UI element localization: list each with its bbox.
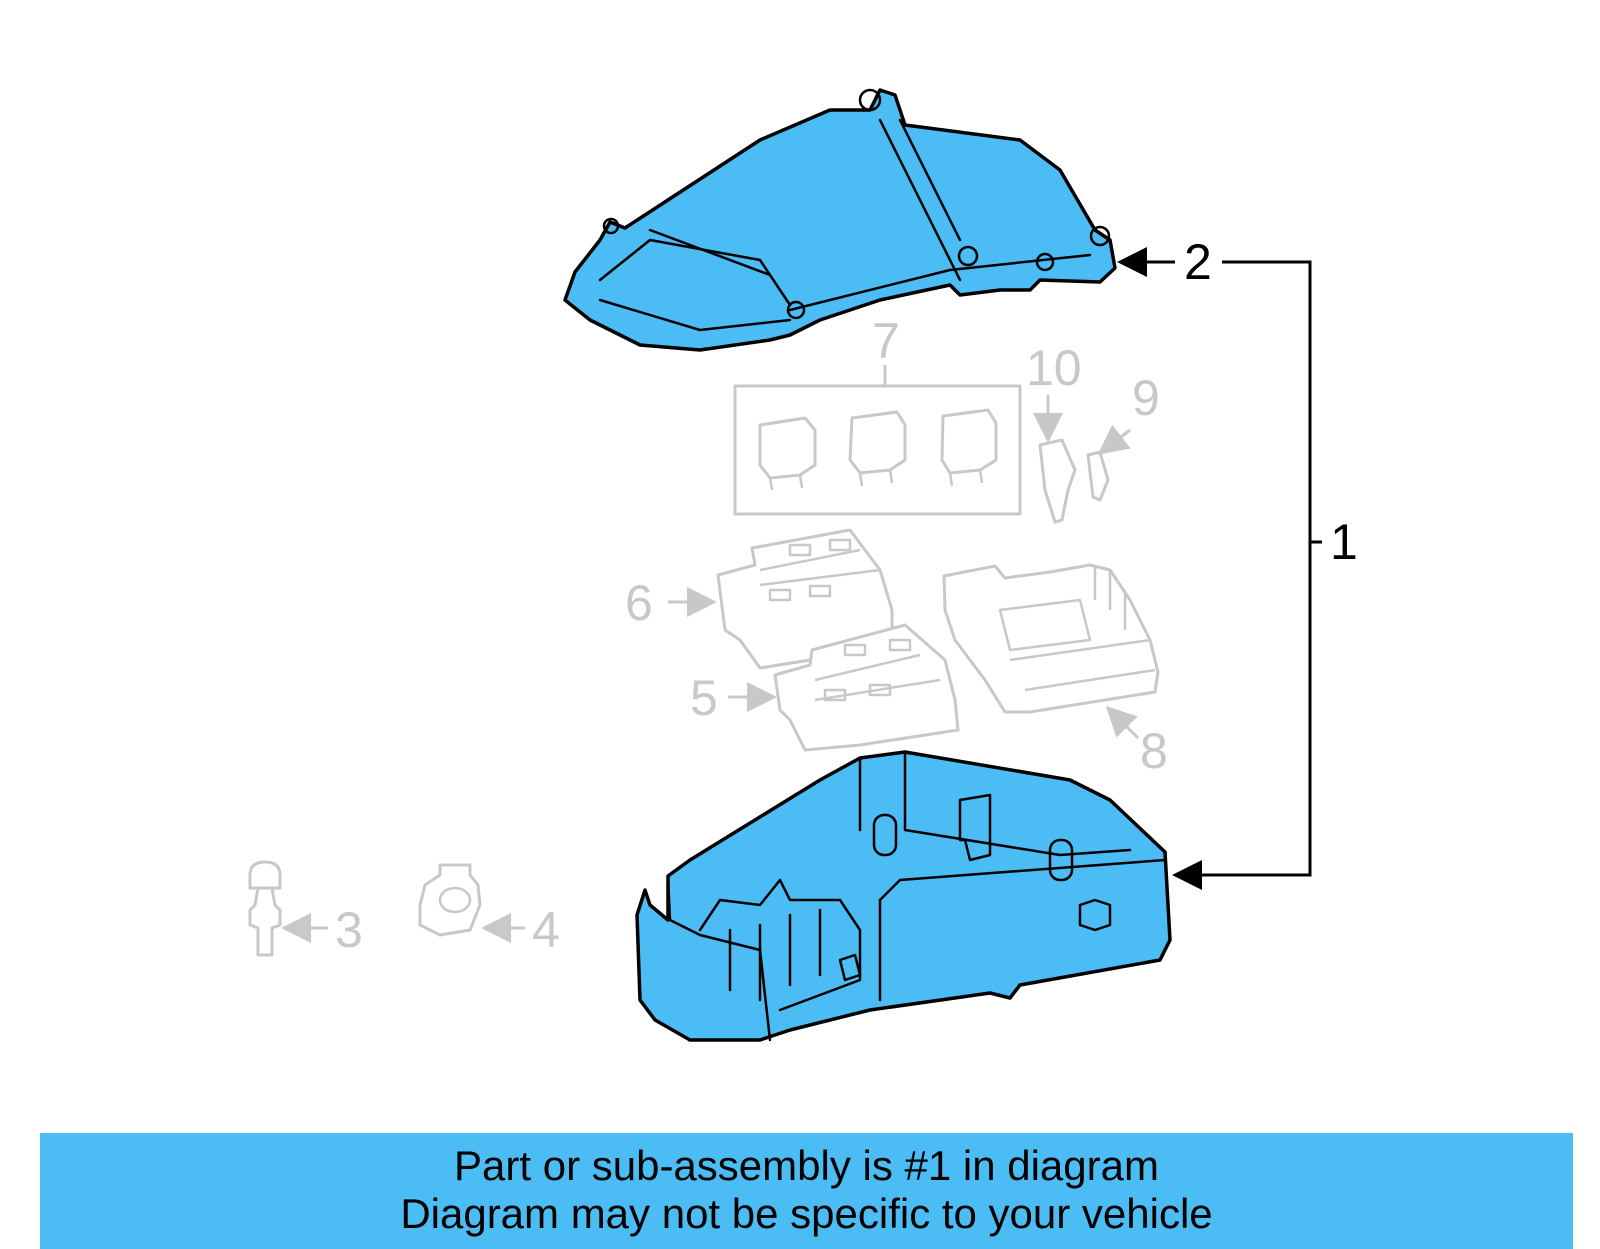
callout-8[interactable]: 8 — [1140, 723, 1168, 779]
fuse-box-cover[interactable] — [563, 88, 1117, 352]
bolt[interactable] — [248, 860, 282, 957]
callout-3[interactable]: 3 — [335, 902, 363, 958]
leader-9 — [1097, 424, 1131, 455]
callout-7[interactable]: 7 — [872, 313, 900, 369]
nut[interactable] — [418, 863, 482, 937]
callout-2[interactable]: 2 — [1184, 234, 1212, 290]
fuse-large[interactable] — [1038, 438, 1077, 524]
callout-5[interactable]: 5 — [690, 670, 718, 726]
callout-10[interactable]: 10 — [1026, 340, 1082, 396]
relay-box-8[interactable] — [942, 563, 1160, 714]
leader-8 — [1105, 705, 1140, 740]
callout-1[interactable]: 1 — [1330, 514, 1358, 570]
fuse-block-5[interactable] — [773, 623, 960, 752]
callout-9[interactable]: 9 — [1132, 370, 1160, 426]
relay-set[interactable] — [733, 384, 1022, 516]
callout-4[interactable]: 4 — [532, 902, 560, 958]
info-banner: Part or sub-assembly is #1 in diagram Di… — [40, 1133, 1573, 1249]
fuse-box-housing[interactable] — [635, 750, 1172, 1042]
banner-line-1: Part or sub-assembly is #1 in diagram — [454, 1142, 1159, 1189]
assembly-bracket — [1172, 260, 1322, 890]
fuse-block-6[interactable] — [716, 528, 894, 670]
callout-6[interactable]: 6 — [625, 575, 653, 631]
banner-line-2: Diagram may not be specific to your vehi… — [400, 1190, 1213, 1237]
fuse-small[interactable] — [1086, 450, 1110, 502]
